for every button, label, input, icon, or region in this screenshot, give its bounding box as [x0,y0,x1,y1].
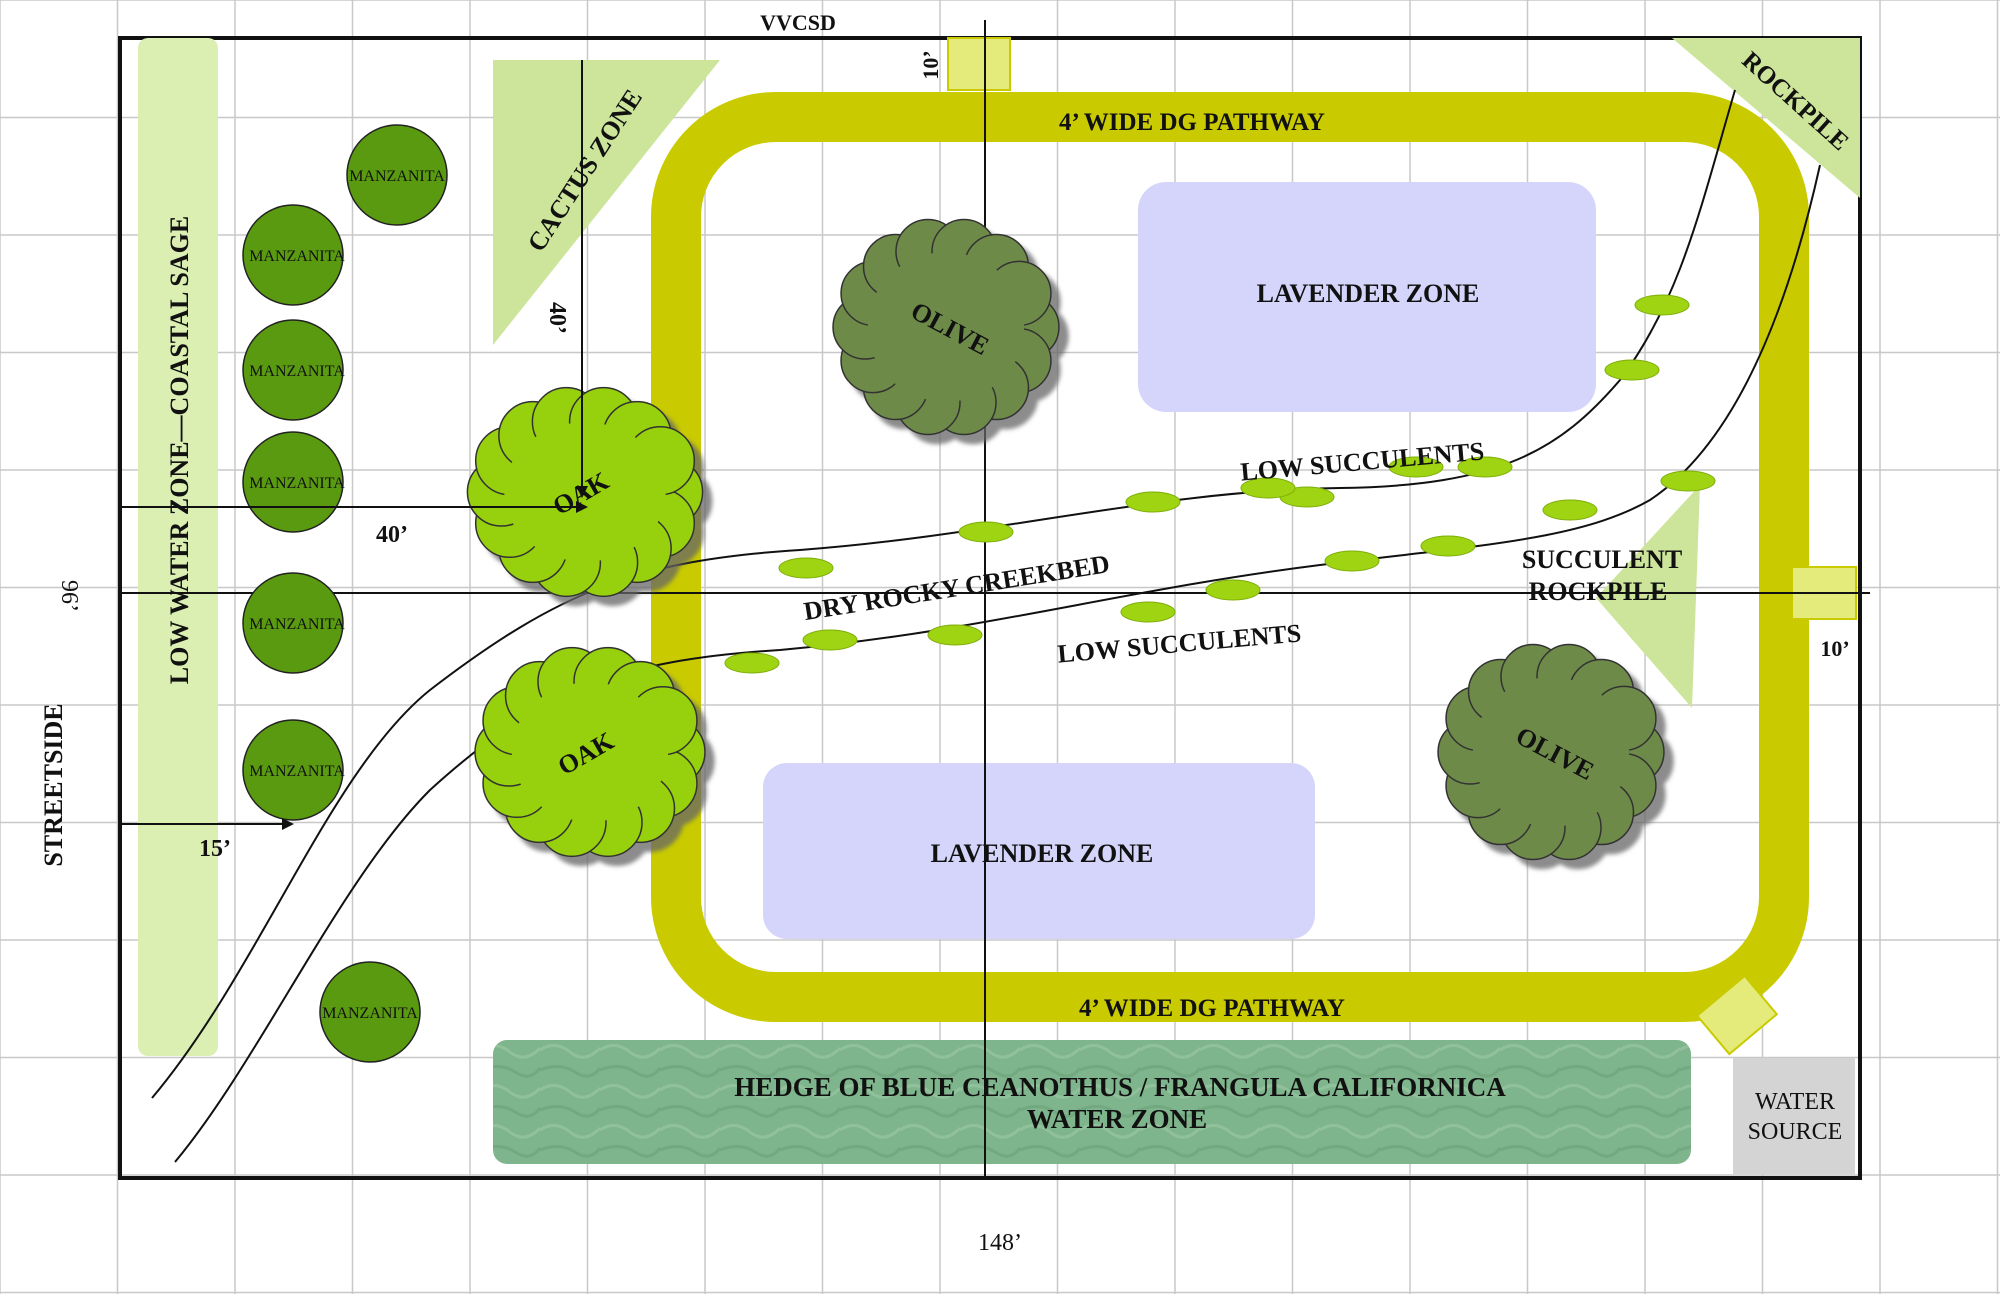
hedge-label-1: HEDGE OF BLUE CEANOTHUS / FRANGULA CALIF… [734,1072,1506,1102]
water-source-label-2: SOURCE [1748,1119,1843,1145]
oak-offset-y-dimension: 40’ [544,302,570,334]
height-dimension: 96’ [56,580,82,612]
succulent-plant [1240,477,1296,499]
manzanita-tree: MANZANITA [242,319,345,421]
gate-right-dimension: 10’ [1820,636,1849,661]
tree-label: MANZANITA [249,616,345,633]
manzanita-tree: MANZANITA [242,204,345,306]
lavender-zone-bottom [763,763,1315,939]
manzanita-tree: MANZANITA [242,719,345,821]
rockpile-corner-zone [1672,38,1860,198]
succulent-plant [958,521,1014,543]
canopy-trees: OAK OAK OLIVE OLIVE [466,218,1665,861]
gate-bottom-right [1695,974,1779,1056]
succulent-plant [1457,456,1513,478]
lavender-zone-bottom-label: LAVENDER ZONE [931,839,1154,868]
hedge-label-2: WATER ZONE [1027,1104,1207,1134]
tree-label: MANZANITA [249,363,345,380]
top-neighbor-label: VVCSD [760,10,836,35]
streetside-label: STREETSIDE [39,703,68,866]
low-water-zone [138,38,218,1056]
manzanita-tree: MANZANITA [319,961,421,1063]
dimension-arrows [120,60,588,830]
lavender-zone-top-label: LAVENDER ZONE [1257,279,1480,308]
succulent-plant [778,557,834,579]
width-dimension: 148’ [978,1230,1022,1256]
manzanita-tree: MANZANITA [346,124,448,226]
gate-top-dimension: 10’ [918,50,943,79]
succulent-plant [802,629,858,651]
succulent-plant [1388,456,1444,478]
succulent-plant [1604,359,1660,381]
low-succulents-bottom-label: LOW SUCCULENTS [1056,618,1302,668]
tree-label: MANZANITA [349,168,445,185]
low-water-zone-label: LOW WATER ZONE—COASTAL SAGE [165,216,194,684]
succulent-plant [1420,535,1476,557]
gate-top [947,37,1011,91]
water-source-label-1: WATER [1755,1089,1835,1115]
succulent-plant [1125,491,1181,513]
succulent-rockpile-zone [1596,485,1700,708]
succulent-plant [1324,550,1380,572]
cactus-zone [493,60,720,345]
succulent-plant [1542,499,1598,521]
succulent-plant [1120,601,1176,623]
manzanita-tree: MANZANITA [242,431,345,533]
lavender-zone-top [1138,182,1596,412]
tree-label: MANZANITA [249,763,345,780]
succulents [724,294,1716,674]
pathway-top-label: 4’ WIDE DG PATHWAY [1059,109,1325,136]
succulent-plant [724,652,780,674]
pathway-bottom-label: 4’ WIDE DG PATHWAY [1079,995,1345,1022]
succulent-plant [1205,579,1261,601]
street-offset-dimension: 15’ [199,836,231,862]
water-source [1733,1058,1855,1174]
oak-tree: OAK [474,646,706,858]
oak-tree: OAK [466,386,704,598]
succulent-rockpile-label-1: SUCCULENT [1522,545,1682,574]
tree-label: MANZANITA [249,248,345,265]
hedge-water-zone [493,1040,1691,1164]
tree-label: MANZANITA [249,475,345,492]
tree-label: MANZANITA [322,1005,418,1022]
olive-tree: OLIVE [832,218,1060,436]
dg-pathway [651,92,1809,1022]
succulent-plant [1634,294,1690,316]
oak-offset-x-dimension: 40’ [376,522,408,548]
succulent-rockpile-label-2: ROCKPILE [1529,577,1668,606]
succulent-plant [1660,470,1716,492]
manzanita-tree: MANZANITA [242,572,345,674]
olive-tree: OLIVE [1437,643,1665,861]
succulent-plant [927,624,983,646]
